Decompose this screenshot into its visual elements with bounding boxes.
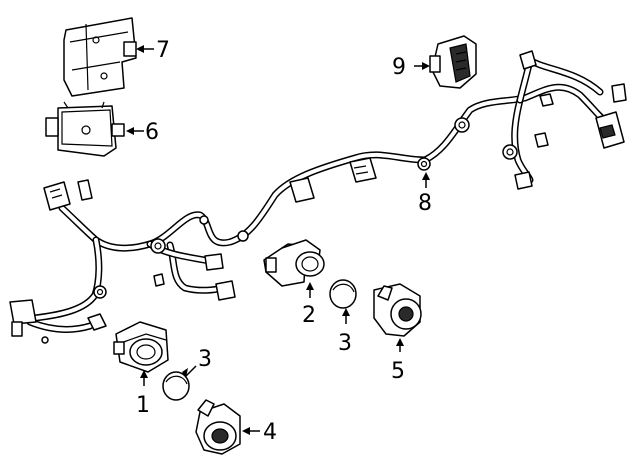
connector-part — [429, 35, 477, 89]
callout-7: 7 — [136, 38, 170, 63]
callout-label-2: 2 — [302, 303, 316, 328]
sensor-retainer-upper — [329, 279, 357, 309]
parking-sensor-upper — [263, 239, 325, 287]
bracket-part — [63, 17, 137, 97]
sensor-bracket-upper — [373, 283, 422, 337]
harness-connector-right — [514, 50, 627, 190]
callout-5: 5 — [391, 338, 405, 384]
harness-connector-left-bottom — [9, 299, 107, 344]
callout-1: 1 — [136, 370, 150, 418]
callout-label-8: 8 — [418, 191, 432, 216]
callout-3-upper: 3 — [338, 308, 352, 356]
callout-8: 8 — [418, 172, 432, 216]
harness-connector-mid — [289, 157, 377, 203]
callout-2: 2 — [302, 282, 316, 328]
callout-label-4: 4 — [263, 420, 277, 445]
callout-label-3-upper: 3 — [338, 331, 352, 356]
harness-connector-center — [153, 253, 236, 301]
callout-label-1: 1 — [136, 393, 150, 418]
sensor-bracket-lower — [195, 399, 241, 455]
callout-label-7: 7 — [156, 38, 170, 63]
sensor-retainer-lower — [162, 371, 190, 401]
callout-label-5: 5 — [391, 359, 405, 384]
harness-connector-left-top — [43, 179, 93, 211]
control-module-part — [45, 101, 125, 157]
callout-4: 4 — [242, 420, 277, 445]
wiring-harness — [9, 50, 627, 344]
callout-9: 9 — [392, 55, 430, 80]
parking-sensor-lower — [113, 321, 169, 373]
callout-label-6: 6 — [145, 120, 159, 145]
callout-label-3-lower: 3 — [198, 347, 212, 372]
callout-label-9: 9 — [392, 55, 406, 80]
callout-6: 6 — [126, 120, 159, 145]
callout-3-lower: 3 — [182, 347, 212, 378]
